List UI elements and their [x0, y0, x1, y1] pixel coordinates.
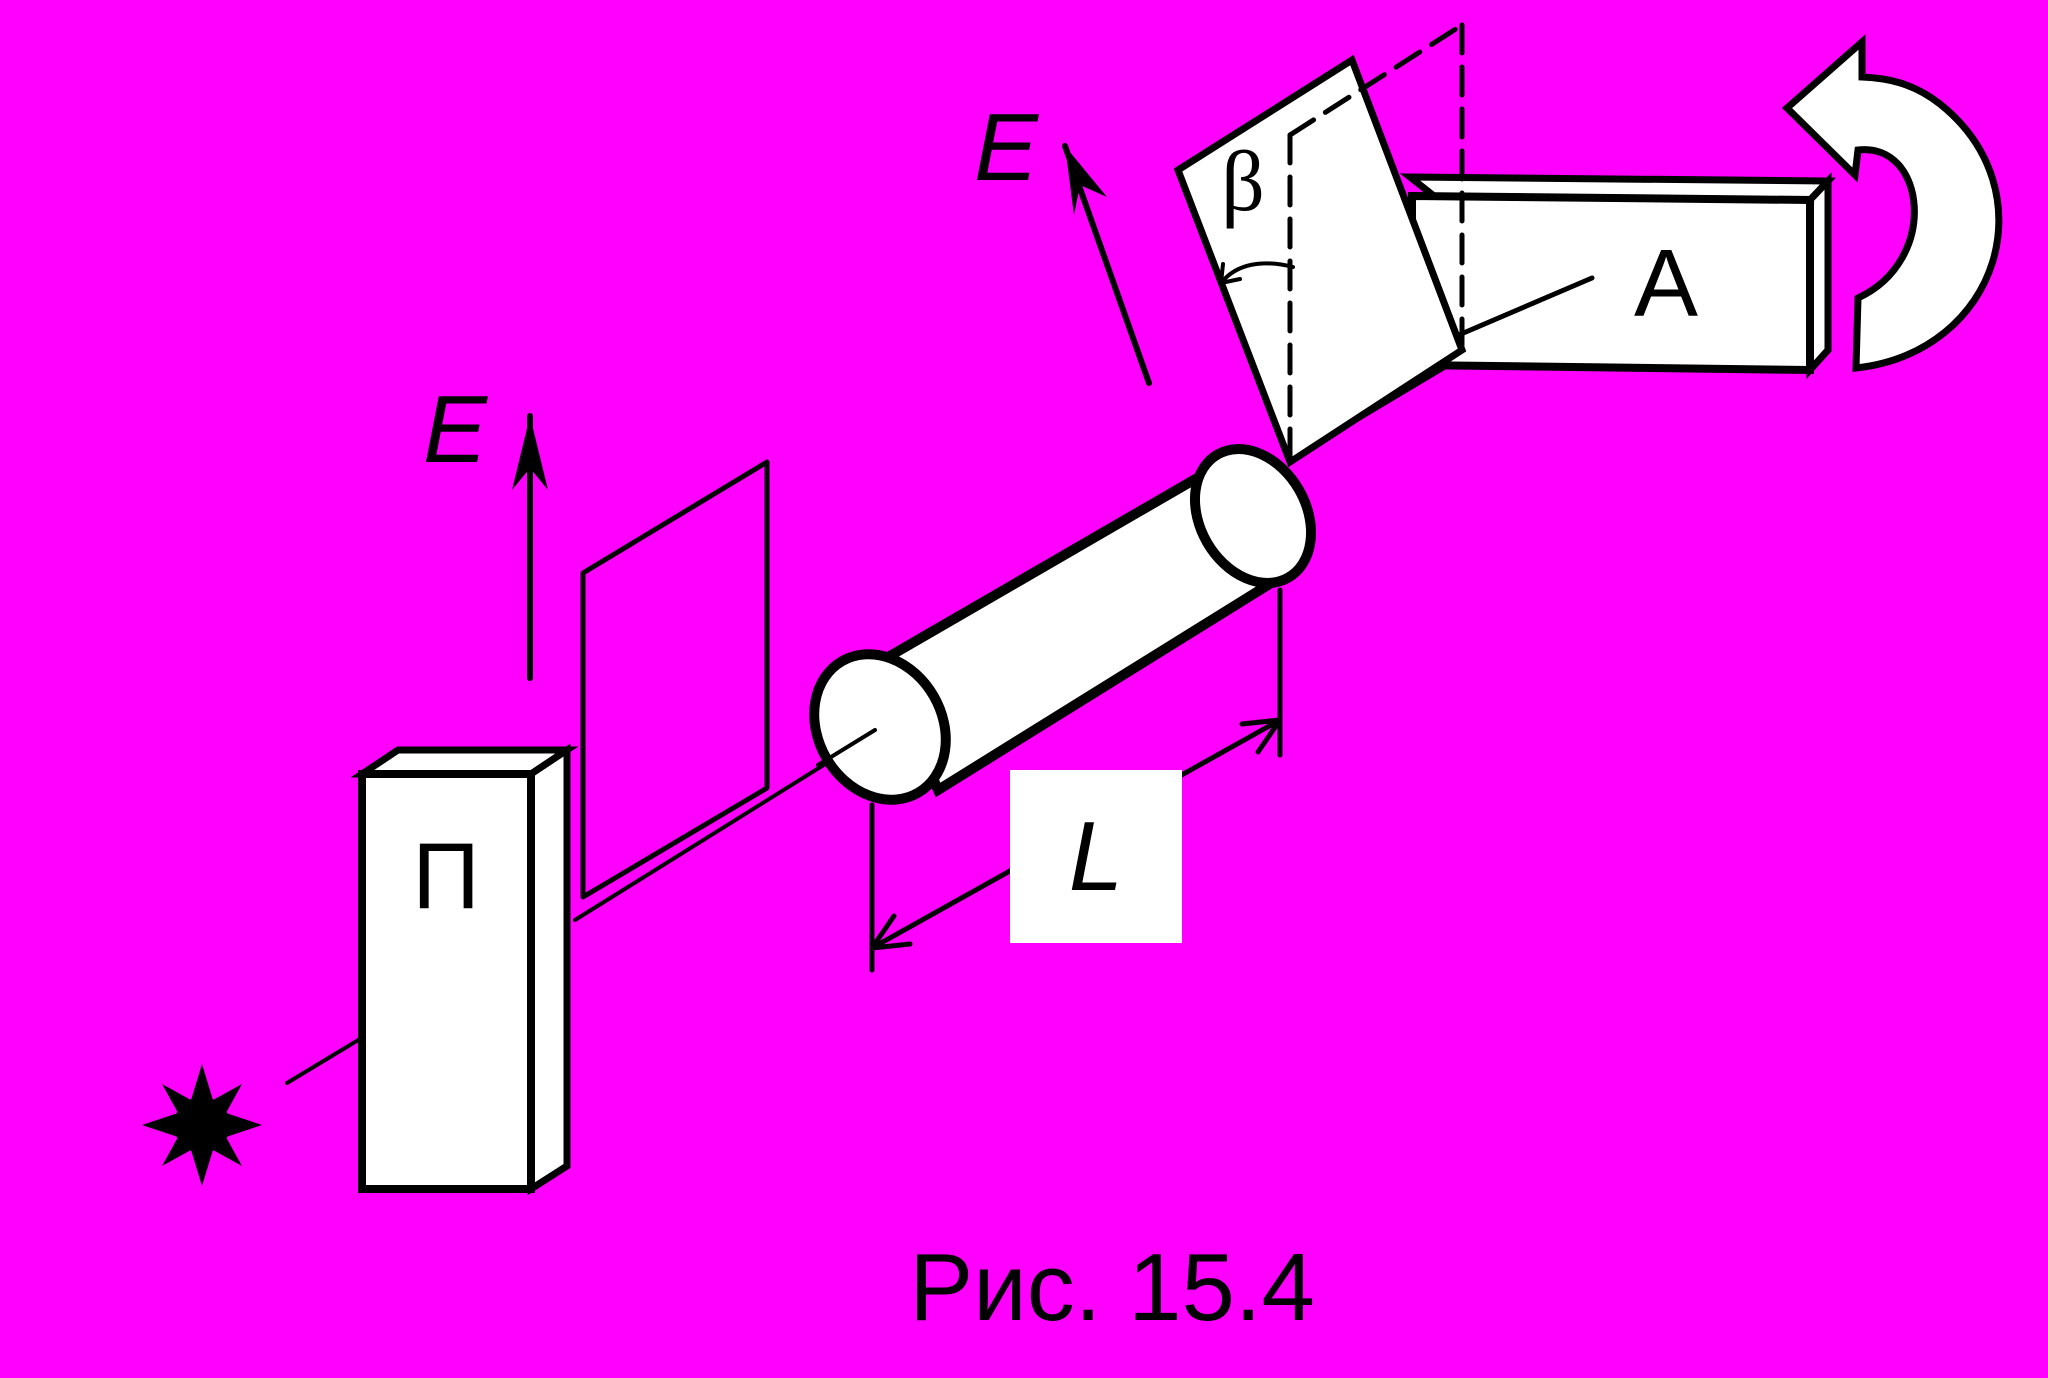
field-vector-right-arrowhead [1065, 146, 1107, 215]
sun-icon [142, 1064, 262, 1186]
length-dimension: L [869, 587, 1283, 973]
analyzer-plane [1173, 54, 1467, 468]
curved-arrow-icon [1781, 34, 2003, 372]
analyzer-label: A [1634, 230, 1698, 337]
angle-label: β [1221, 133, 1265, 229]
figure-caption: Рис. 15.4 [909, 1234, 1315, 1341]
field-vector-left-arrowhead [512, 416, 548, 490]
polarizer: П [350, 743, 579, 1196]
length-label: L [1069, 801, 1124, 911]
field-label-right: E [974, 94, 1039, 201]
field-label-left: E [423, 376, 488, 483]
reference-lines [1287, 22, 1465, 463]
analyzer: A [1399, 172, 1837, 380]
sample-tube [809, 444, 1317, 805]
polarizer-label: П [412, 823, 480, 928]
polarization-plane [580, 459, 770, 900]
angle-beta-indicator: β [1219, 133, 1295, 285]
length-label-box [1010, 770, 1182, 943]
